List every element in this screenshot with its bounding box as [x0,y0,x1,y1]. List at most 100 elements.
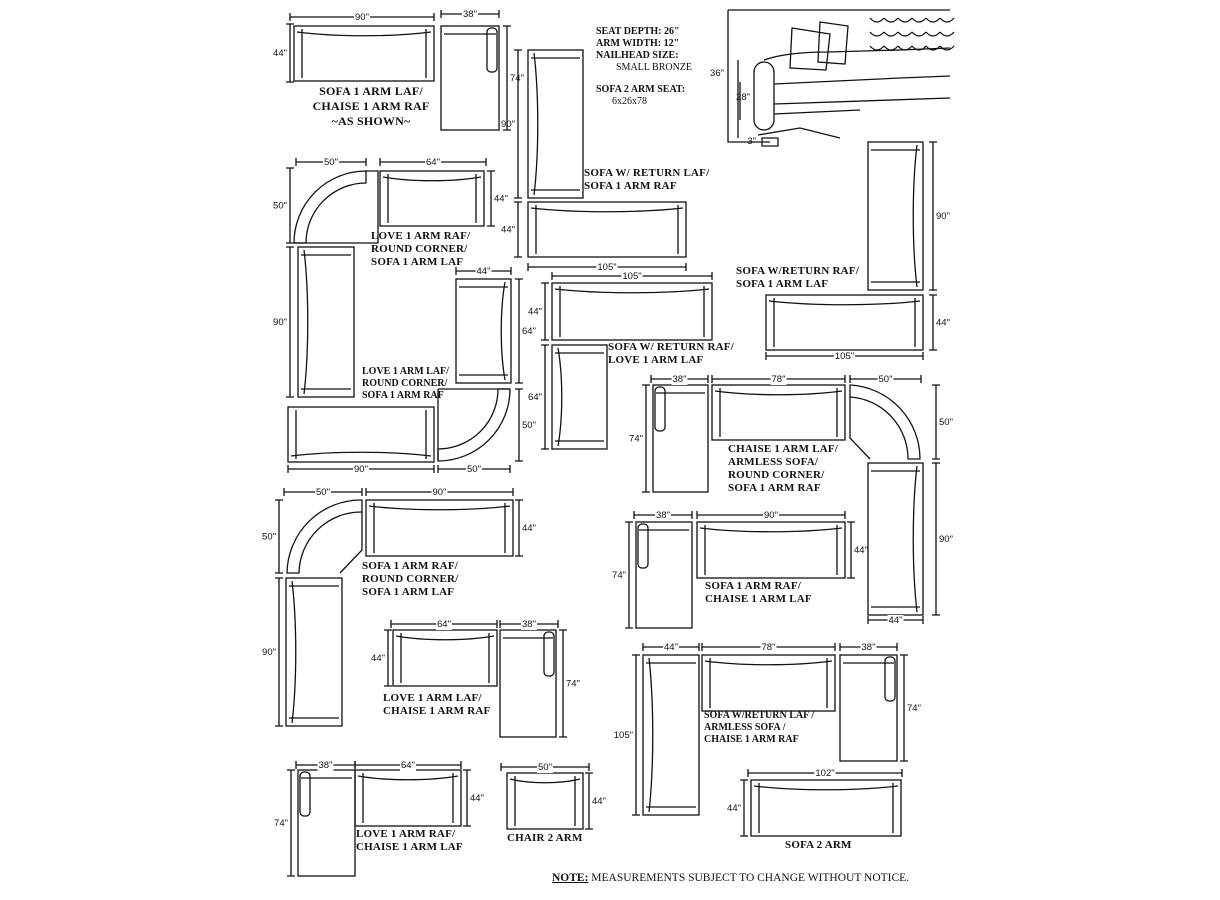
c13-dim-h-line [740,779,748,837]
c11-dim-w1: 38" [319,760,333,771]
c0-chaise-arm [486,27,498,73]
config-label-love-raf-corner-sofa-laf: LOVE 1 ARM RAF/ ROUND CORNER/ SOFA 1 ARM… [371,230,471,268]
c4-dim-w: 105" [622,271,641,282]
spec-seat-depth: SEAT DEPTH: 26" [596,26,680,37]
c2-dim-w1-mask [323,157,339,168]
photo-tufting [939,31,955,37]
c12-dim-w: 50" [538,762,552,773]
c2-dim-h1: 50" [273,201,287,212]
c7-dim-h3-line [275,577,283,727]
c10-dim-h1-line [632,654,640,816]
c5-dim-w1-mask [475,266,492,277]
c1-return-back [533,52,539,196]
c10-return-arms [646,662,696,808]
c7-sofa-back [368,505,511,511]
c6-dim-w3: 50" [879,374,893,385]
c10-dim-w3: 38" [862,642,876,653]
c5-dim-h1-line [515,278,523,384]
config-label-chaise-armless-corner-sofa: CHAISE 1 ARM LAF/ ARMLESS SOFA/ ROUND CO… [728,443,839,494]
config-label-love-laf-corner-sofa-raf: LOVE 1 ARM LAF/ ROUND CORNER/ SOFA 1 ARM… [362,366,449,401]
c11-dim-h1: 74" [274,818,288,829]
c5-love-arms [459,286,508,376]
c0-sofa-arms [301,29,427,78]
c3-sofa-arms [773,298,916,347]
photo-tufting [939,17,955,23]
photo-tufting [911,45,927,51]
c4-sofa-arms [559,286,705,337]
c5-sofa-arms [295,410,427,459]
c1-dim-h1: 90" [501,119,515,130]
c6-corner [849,384,921,460]
c4-dim-h2: 64" [528,392,542,403]
photo-tufting [869,45,885,51]
c8-sofa-back [699,527,843,533]
photo-tufting [897,45,913,51]
c9-dim-w2-mask [521,619,537,630]
c7-dim-w1: 50" [316,487,330,498]
c10-dim-h2-line [900,654,908,762]
c1-dim-w: 105" [597,262,616,273]
photo-dim-lines [737,60,741,138]
c13-dim-w-mask [814,768,836,779]
config-label-return-armless-chaise: SOFA W/RETURN LAF / ARMLESS SOFA / CHAIS… [704,710,815,745]
c6-dim-h3: 90" [939,534,953,545]
c2-corner [293,170,367,244]
c8-dim-h2-line [847,521,855,579]
c8-dim-w1: 38" [656,510,670,521]
photo-dim-36: 36" [710,68,724,79]
c9-love-back [395,635,495,641]
c5-corner-body [437,388,510,461]
c5-sofa [287,406,435,463]
c11-chaise [297,769,356,877]
c1-dim-w-mask [596,262,618,273]
photo-tufting [925,45,941,51]
photo-tufting [883,31,899,37]
c0-dim-w1: 90" [355,12,369,23]
c6-chaise-arm [654,386,666,432]
photo-tufting [869,17,885,23]
c7-dim-w2-mask [431,487,448,498]
c1-dim-h2-line [514,201,522,258]
c0-dim-h2-line [503,25,511,131]
c7-corner [286,499,363,574]
c0-dim-w2-mask [462,9,478,20]
c6-dim-w4: 44" [889,615,903,626]
c4-dim-w-mask [621,271,643,282]
c3-sofa-back [768,300,921,306]
config-label-sofa-return-raf-love-laf: SOFA W/ RETURN RAF/ LOVE 1 ARM LAF [608,341,734,366]
c5-love [455,278,512,384]
c8-sofa-arms [704,525,838,575]
c7-dim-h1: 50" [262,532,276,543]
photo-frame [727,9,950,143]
c10-dim-w3-mask [860,642,877,653]
c9-love-arms [400,633,490,683]
c5-dim-w3-mask [466,464,482,475]
c2-dim-w1: 50" [324,157,338,168]
c5-dim-w2: 90" [354,464,368,475]
c9-dim-h1: 44" [371,653,385,664]
c2-corner-body [294,170,379,244]
c3-return-arms [871,149,920,283]
c6-dim-h3-line [932,462,940,616]
config-label-chair-2-arm: CHAIR 2 ARM [507,832,583,844]
c9-dim-w2: 38" [522,619,536,630]
c2-dim-h3-line [286,246,294,398]
c11-dim-h2: 44" [470,793,484,804]
config-label-sofa-2-arm: SOFA 2 ARM [785,839,852,851]
c11-dim-w2: 64" [401,760,415,771]
c6-sofa-back [912,465,918,613]
config-label-sofa-return-laf-sofa-raf: SOFA W/ RETURN LAF/ SOFA 1 ARM RAF [584,167,710,192]
c10-return-back [648,657,654,813]
c2-dim-h3: 90" [273,317,287,328]
c2-dim-h2: 44" [494,194,508,205]
photo-tufting [897,17,913,23]
c5-dim-w3: 50" [467,464,481,475]
photo-tufting [911,31,927,37]
photo-tufting [925,17,941,23]
c6-sofa-arms [871,470,920,608]
c7-dim-h2: 44" [522,523,536,534]
c12-chair-arms [514,776,576,826]
c5-dim-w1: 44" [477,266,491,277]
c13-dim-h: 44" [727,803,741,814]
c1-return [527,49,584,199]
